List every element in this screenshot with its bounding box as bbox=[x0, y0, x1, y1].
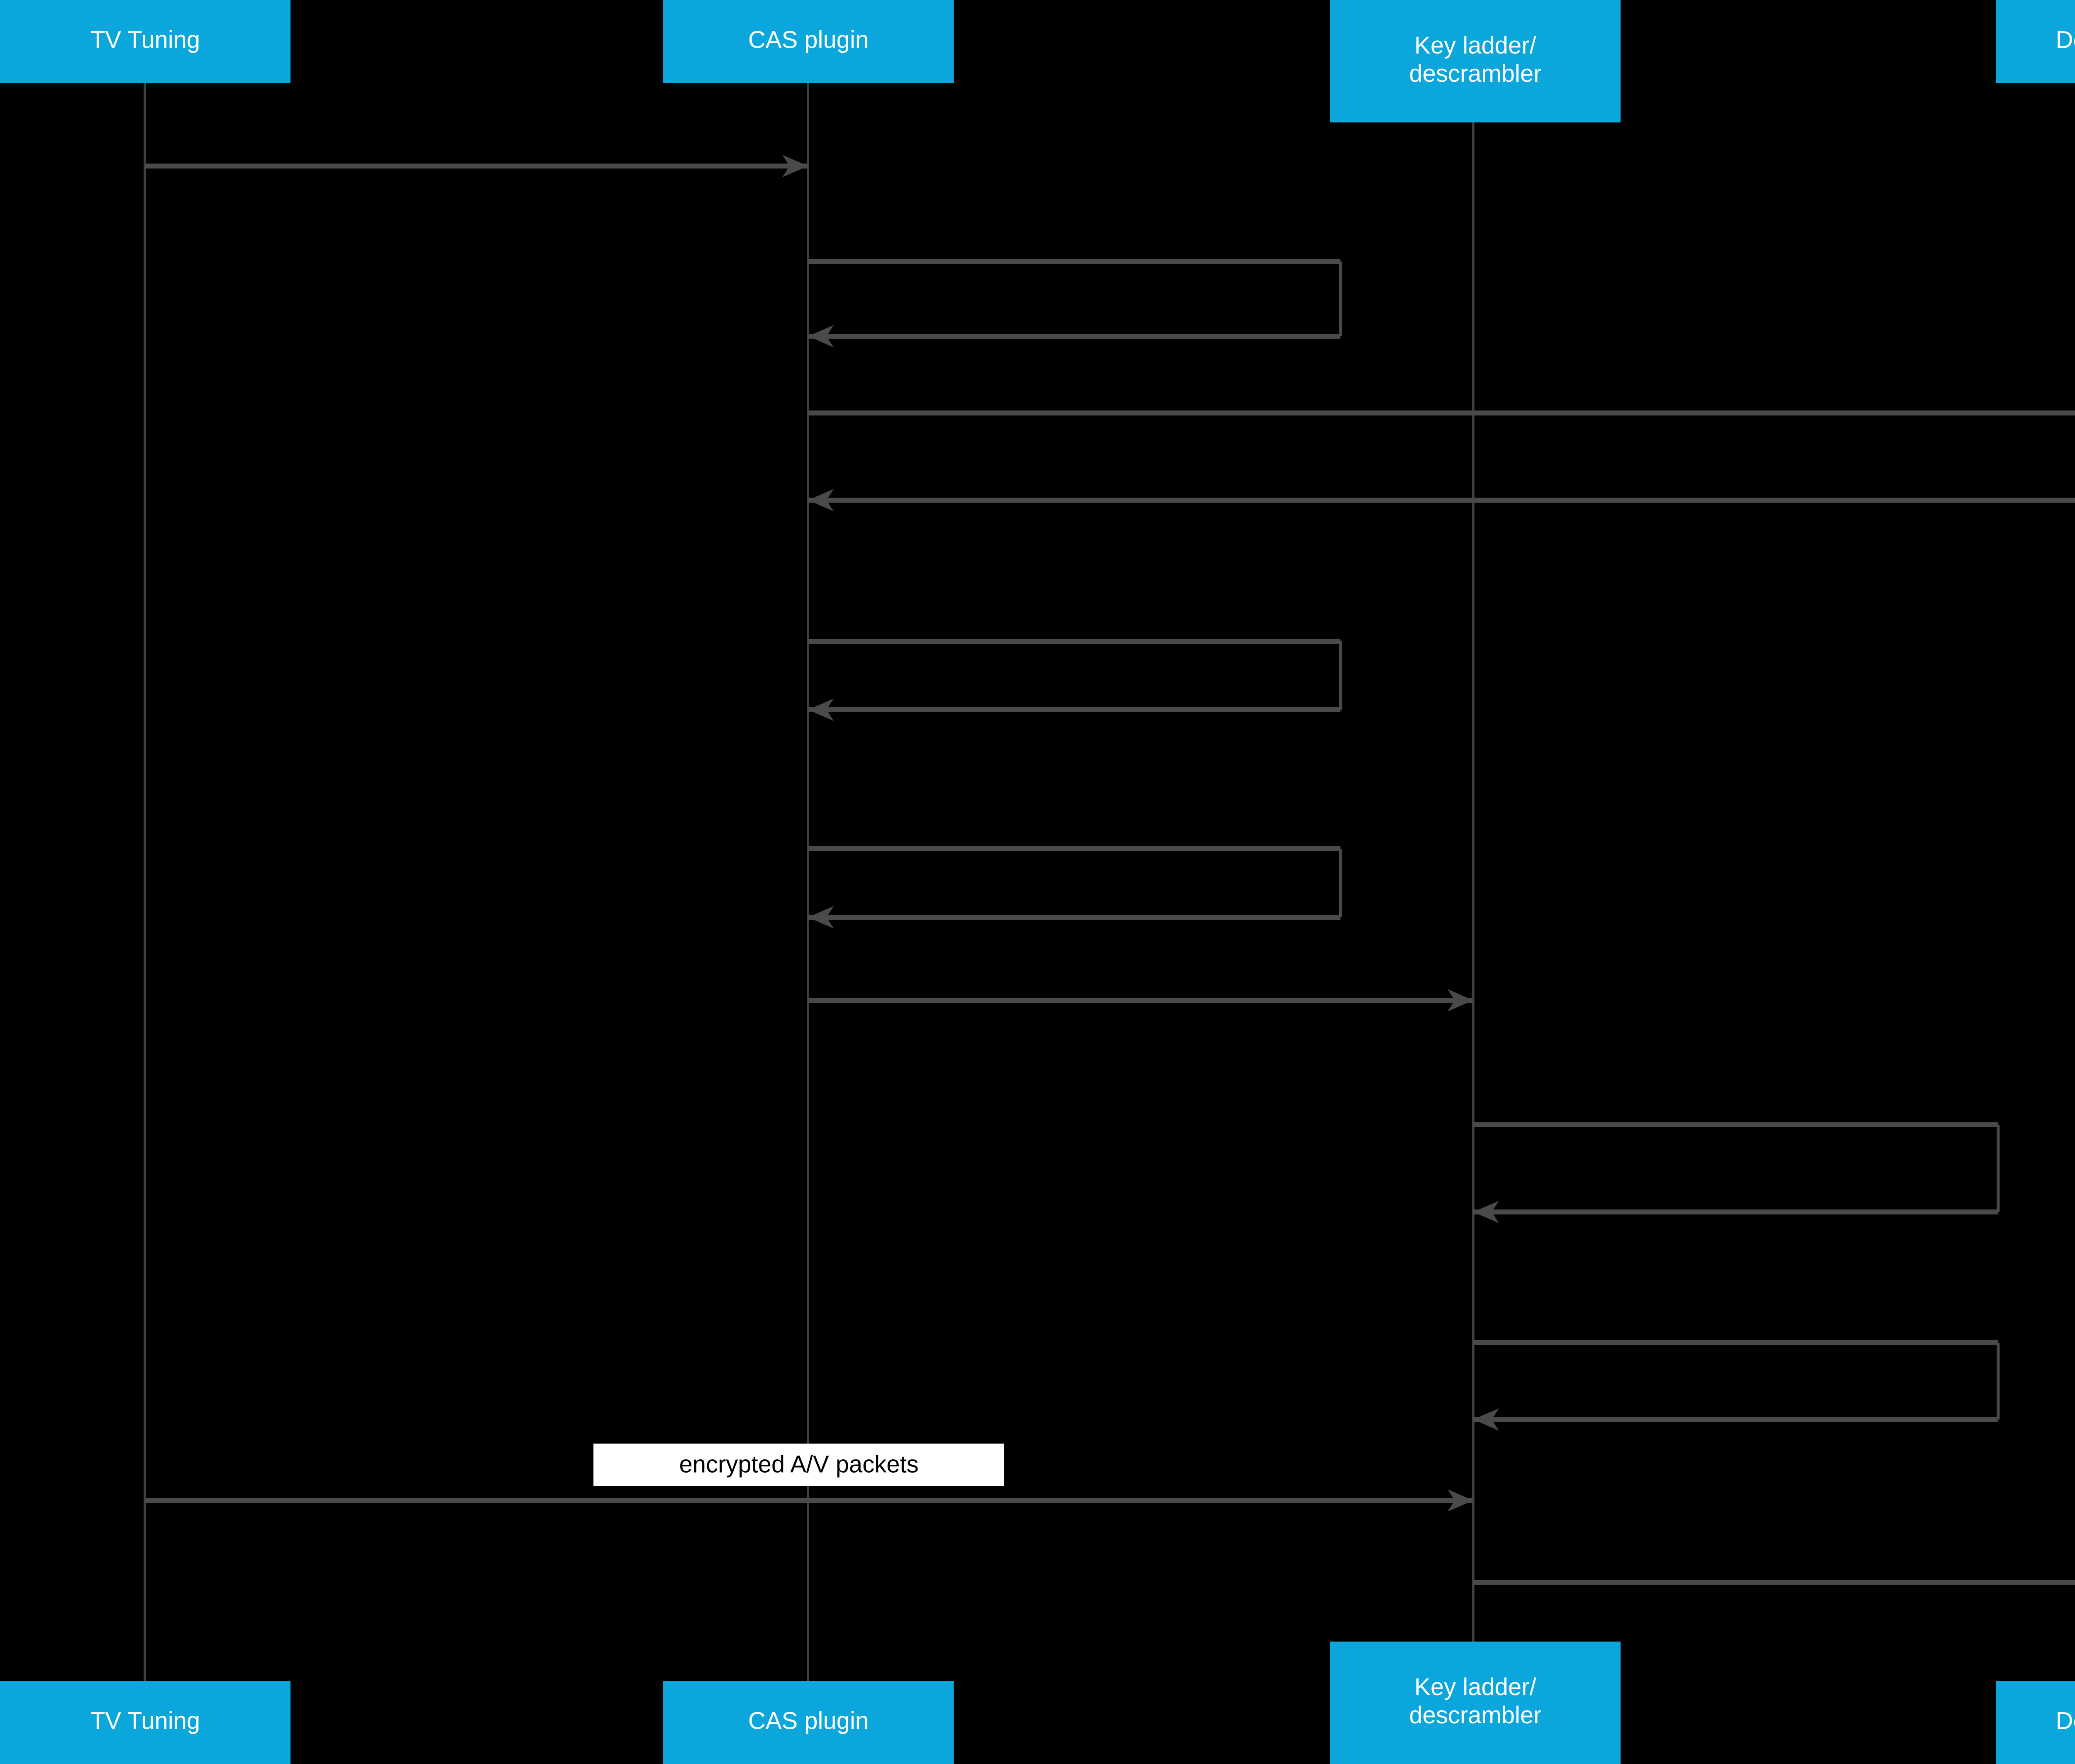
self-message-m8 bbox=[1473, 1122, 2000, 1223]
message-label-background bbox=[593, 1444, 1004, 1486]
actor-box-rect[interactable] bbox=[1996, 0, 2075, 83]
arrow-head bbox=[1473, 1408, 1499, 1431]
arrow-head bbox=[808, 325, 834, 347]
actor-box-top-key-ladder-descrambler[interactable]: Key ladder/descrambler bbox=[1330, 0, 1621, 122]
message-label-text: encrypted A/V packets bbox=[679, 1451, 918, 1478]
message-m1 bbox=[145, 155, 808, 177]
actor-box-rect[interactable] bbox=[663, 1681, 954, 1764]
message-m11 bbox=[1473, 1580, 2075, 1585]
actor-box-bottom-tv-tuning[interactable]: TV Tuning bbox=[0, 1681, 290, 1764]
message-m10 bbox=[145, 1489, 1473, 1512]
arrow-head bbox=[808, 489, 834, 511]
messages-layer bbox=[145, 155, 2075, 1585]
actor-box-bottom-key-ladder-descrambler[interactable]: Key ladder/descrambler bbox=[1330, 1642, 1621, 1764]
self-message-m6 bbox=[808, 846, 1342, 928]
actor-label-line: Decode, display bbox=[2056, 1707, 2075, 1734]
actor-box-top-tv-tuning[interactable]: TV Tuning bbox=[0, 0, 290, 83]
actor-box-top-decode-display[interactable]: Decode, display bbox=[1996, 0, 2075, 83]
actor-label-line: TV Tuning bbox=[90, 26, 200, 53]
self-message-m2 bbox=[808, 259, 1342, 347]
message-label-m10: encrypted A/V packets bbox=[593, 1444, 1004, 1486]
actor-box-rect[interactable] bbox=[0, 1681, 290, 1764]
actor-label-line: descrambler bbox=[1409, 60, 1541, 87]
self-message-m9 bbox=[1473, 1340, 2000, 1431]
actor-label-line: TV Tuning bbox=[90, 1707, 200, 1734]
actor-box-top-cas-plugin[interactable]: CAS plugin bbox=[663, 0, 954, 83]
actor-box-bottom-cas-plugin[interactable]: CAS plugin bbox=[663, 1681, 954, 1764]
actor-label-line: CAS plugin bbox=[748, 1707, 869, 1734]
arrow-head bbox=[1448, 989, 1473, 1011]
lifelines-layer bbox=[144, 83, 1474, 1681]
actor-label-line: descrambler bbox=[1409, 1702, 1541, 1729]
actor-box-rect[interactable] bbox=[1330, 1642, 1621, 1764]
actor-box-rect[interactable] bbox=[663, 0, 954, 83]
arrow-head bbox=[808, 906, 834, 928]
actor-label-line: Key ladder/ bbox=[1414, 1674, 1536, 1700]
arrow-head bbox=[782, 155, 808, 177]
message-m4 bbox=[808, 489, 2075, 511]
arrow-head bbox=[1448, 1489, 1473, 1512]
actor-label-line: CAS plugin bbox=[748, 26, 869, 53]
actor-box-rect[interactable] bbox=[1996, 1681, 2075, 1764]
self-message-m5 bbox=[808, 639, 1342, 721]
arrow-head bbox=[808, 699, 834, 721]
message-m3 bbox=[808, 410, 2075, 415]
actor-box-rect[interactable] bbox=[1330, 0, 1621, 122]
arrow-head bbox=[1473, 1201, 1499, 1223]
actor-box-bottom-decode-display[interactable]: Decode, display bbox=[1996, 1681, 2075, 1764]
actor-box-rect[interactable] bbox=[0, 0, 290, 83]
message-m7 bbox=[808, 989, 1473, 1011]
message-labels-layer: encrypted A/V packets bbox=[593, 1444, 1004, 1486]
actor-label-line: Key ladder/ bbox=[1414, 32, 1536, 59]
actor-label-line: Decode, display bbox=[2056, 26, 2075, 53]
